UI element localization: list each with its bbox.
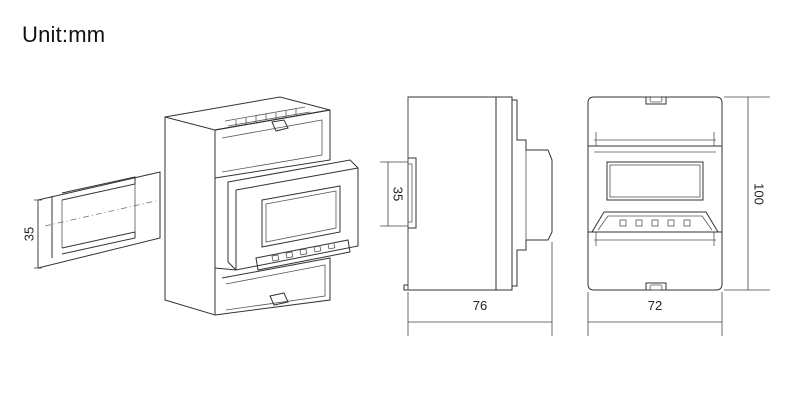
width-dimension: 72 — [587, 292, 723, 336]
depth-label: 76 — [473, 298, 487, 313]
front-view — [587, 96, 723, 291]
meter-body — [164, 96, 359, 316]
height-label: 100 — [752, 183, 767, 205]
din-rail — [37, 171, 161, 269]
rail-height-label: 35 — [21, 227, 36, 241]
isometric-view — [37, 96, 359, 316]
unit-label: Unit:mm — [22, 22, 106, 47]
side-rail-dimension: 35 — [380, 161, 408, 227]
height-dimension: 100 — [724, 96, 770, 291]
depth-dimension: 76 — [407, 242, 553, 336]
rail-height-dimension: 35 — [21, 199, 42, 269]
side-view — [403, 96, 553, 291]
side-rail-label: 35 — [391, 187, 406, 201]
width-label: 72 — [648, 298, 662, 313]
